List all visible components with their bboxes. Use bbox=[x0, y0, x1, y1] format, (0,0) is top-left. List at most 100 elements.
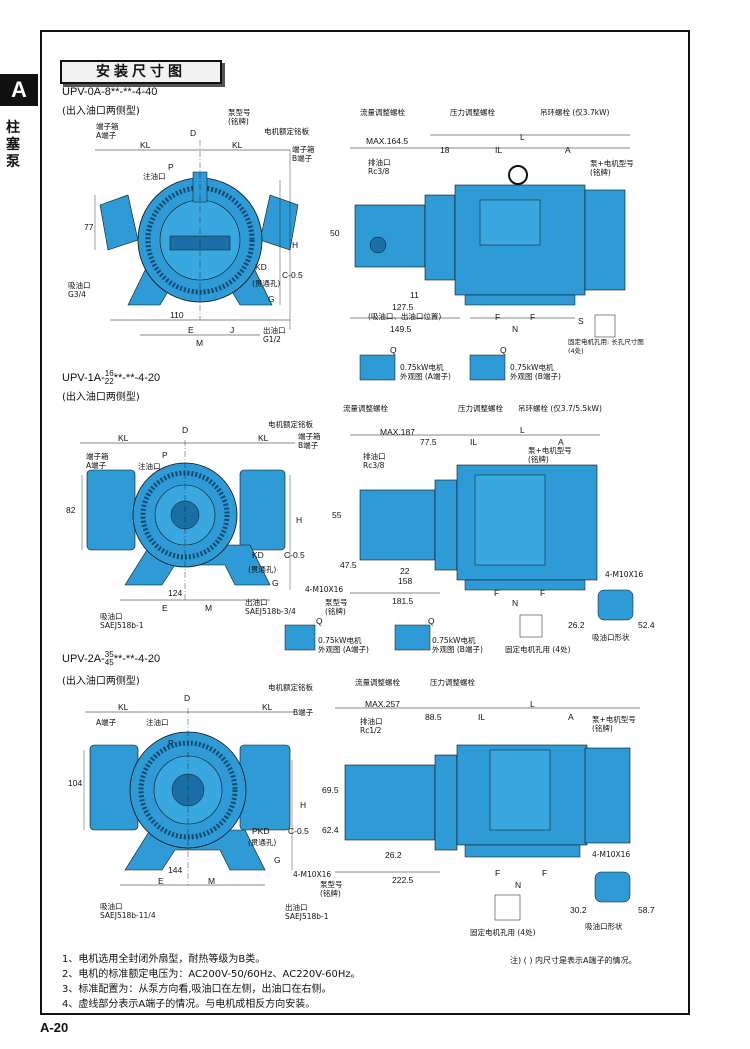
diagram3-dim-a: A bbox=[568, 712, 574, 722]
section-side-label: 柱塞泵 bbox=[6, 120, 20, 170]
diagram3-filling-port: 注油口 bbox=[146, 718, 169, 727]
diagram3-model-frac-top: 35 bbox=[104, 650, 114, 659]
diagram2-dim-c: C-0.5 bbox=[284, 550, 305, 560]
diagram2-dim-il: IL bbox=[470, 437, 478, 447]
diagram1-dim-l: L bbox=[520, 132, 525, 142]
diagram2-front-view bbox=[80, 440, 295, 601]
diagram3-model-frac-bottom: 45 bbox=[104, 658, 114, 667]
diagram1-filling-port: 注油口 bbox=[143, 172, 166, 181]
diagram3-dim-m: M bbox=[208, 876, 216, 886]
diagram1-dim-1495: 149.5 bbox=[390, 324, 412, 334]
diagram2-dim-g: G bbox=[272, 578, 279, 588]
diagram2-drain-port: 排油口 Rc3/8 bbox=[363, 452, 386, 470]
diagram3-dim-h: H bbox=[300, 800, 307, 810]
terminal-box-a-2 bbox=[86, 469, 136, 551]
diagram2-dim-262: 26.2 bbox=[568, 620, 585, 630]
note-2: 2、电机的标准额定电压为：AC200V-50/60Hz、AC220V-60Hz。 bbox=[62, 969, 361, 980]
diagram1-dim-1275: 127.5 bbox=[392, 302, 414, 312]
diagram1-outlet-port: 出油口 G1/2 bbox=[263, 326, 286, 344]
diagram2-outlet-port: 出油口 SAEJ518b-3/4 bbox=[245, 598, 296, 616]
diagram3-suction-port: 吸油口 SAEJ518b-11/4 bbox=[100, 902, 156, 920]
diagram1-dim-j: J bbox=[230, 325, 235, 335]
section-letter-tab: A bbox=[0, 74, 38, 106]
diagram3-dim-f-left: F bbox=[495, 868, 501, 878]
diagram3-flow-bolt: 流量调整螺栓 bbox=[355, 678, 400, 687]
diagram1-view-a: 0.75kW电机 外观图 (A端子) bbox=[400, 363, 451, 381]
diagram3-dim-e: E bbox=[158, 876, 164, 886]
diagram3-drain-port: 排油口 Rc1/2 bbox=[360, 717, 383, 735]
diagram3-dim-f-right: F bbox=[542, 868, 548, 878]
diagram3-dim-p: P bbox=[168, 738, 174, 748]
diagram2-dim-82: 82 bbox=[66, 505, 76, 515]
diagram1-terminal-box-a: 端子箱 A端子 bbox=[96, 122, 119, 140]
diagram2-dim-f-left: F bbox=[494, 588, 500, 598]
diagram3-dim-il: IL bbox=[478, 712, 486, 722]
diagram2-model-frac-bottom: 22 bbox=[104, 377, 114, 386]
diagram2-dim-n: N bbox=[512, 598, 519, 608]
diagram2-terminal-box-b: 端子箱 B端子 bbox=[298, 432, 321, 450]
pump-body-1 bbox=[354, 204, 426, 268]
diagram2-dim-h: H bbox=[296, 515, 303, 525]
note-4: 4、虚线部分表示A端子的情况。与电机成相反方向安装。 bbox=[62, 999, 316, 1010]
diagram3-dim-104: 104 bbox=[68, 778, 83, 788]
diagram1-dim-11: 11 bbox=[410, 290, 419, 300]
diagram1-suction-port: 吸油口 G3/4 bbox=[68, 281, 91, 299]
diagram1-dim-f-left: F bbox=[495, 312, 501, 322]
diagram2-through-hole: (贯通孔) bbox=[248, 565, 277, 574]
diagram1-dim-kd: KD bbox=[255, 262, 267, 272]
diagram2-dim-22: 22 bbox=[400, 566, 410, 576]
diagram3-dim-max: MAX.257 bbox=[365, 699, 400, 709]
diagram1-front-view bbox=[94, 140, 299, 336]
diagram1-pump-motor-model: 泵+电机型号 (铭牌) bbox=[590, 159, 634, 177]
note-3: 3、标准配置为：从泵方向看,吸油口在左侧，出油口在右侧。 bbox=[62, 984, 332, 995]
diagram2-suction-shape: 吸油口形状 bbox=[592, 633, 630, 642]
diagram2-view-a: 0.75kW电机 外观图 (A端子) bbox=[318, 636, 369, 654]
diagram3-terminal-a: A端子 bbox=[96, 718, 117, 727]
diagram2-dim-kl-left: KL bbox=[118, 433, 129, 443]
diagram1-view-b: 0.75kW电机 外观图 (B端子) bbox=[510, 363, 561, 381]
diagram2-dim-m: M bbox=[205, 603, 213, 613]
diagram1-dim-m: M bbox=[196, 338, 204, 348]
diagram2-model-suffix: **-**-4-20 bbox=[113, 371, 161, 384]
diagram3-through-hole: (贯通孔) bbox=[248, 838, 277, 847]
diagram2-dim-d: D bbox=[182, 425, 189, 435]
diagram1-pump-model: 泵型号 (铭牌) bbox=[228, 108, 251, 126]
diagram1-dim-77: 77 bbox=[84, 222, 94, 232]
diagram3-dim-144: 144 bbox=[168, 865, 183, 875]
diagram2-filling-port: 注油口 bbox=[138, 462, 161, 471]
diagram2-dim-1815: 181.5 bbox=[392, 596, 414, 606]
terminal-box-b-2 bbox=[239, 469, 286, 551]
diagram1-dim-f-right: F bbox=[530, 312, 536, 322]
diagram3-mount-holes: 固定电机孔用 (4处) bbox=[470, 928, 536, 937]
diagram1-lifting-bolt: 吊环螺栓 (仅3.7kW) bbox=[540, 108, 610, 117]
diagram1-dim-50: 50 bbox=[330, 228, 340, 238]
diagram3-dim-2225: 222.5 bbox=[392, 875, 414, 885]
diagram1-pressure-bolt: 压力调整螺栓 bbox=[450, 108, 495, 117]
diagram1-model: UPV-0A-8**-**-4-40 bbox=[62, 86, 158, 98]
diagram1-pipe-note: (吸油口、出油口位置) bbox=[368, 312, 442, 321]
diagram1-dim-d: D bbox=[190, 128, 197, 138]
note-1: 1、电机选用全封闭外扇型，耐热等级为B类。 bbox=[62, 954, 266, 965]
diagram3-pressure-bolt: 压力调整螺栓 bbox=[430, 678, 475, 687]
diagram1-through-hole: (贯通孔) bbox=[252, 279, 281, 288]
diagram3-dim-587: 58.7 bbox=[638, 905, 655, 915]
diagram3-model-prefix: UPV-2A- bbox=[62, 652, 105, 665]
diagram3-suction-shape: 吸油口形状 bbox=[585, 922, 623, 931]
diagram3-dim-262: 26.2 bbox=[385, 850, 402, 860]
diagram3-model-suffix: **-**-4-20 bbox=[113, 652, 161, 665]
diagram1-dim-110: 110 bbox=[170, 310, 184, 320]
diagram3-dim-g: G bbox=[274, 855, 281, 865]
diagram2-lifting-bolt: 吊环螺栓 (仅3.7/5.5kW) bbox=[518, 404, 602, 413]
pump-body-2 bbox=[359, 489, 436, 561]
diagram2-flow-bolt: 流量调整螺栓 bbox=[343, 404, 388, 413]
page-title: 安装尺寸图 bbox=[60, 60, 222, 84]
footnote: 注) ( ) 内尺寸是表示A端子的情况。 bbox=[510, 956, 637, 965]
diagram2-dim-475: 47.5 bbox=[340, 560, 357, 570]
diagram3-front-view bbox=[83, 708, 295, 886]
diagram2-bolt: 4-M10X16 bbox=[305, 585, 344, 594]
diagram2-dim-kl-right: KL bbox=[258, 433, 269, 443]
diagram2-pressure-bolt: 压力调整螺栓 bbox=[458, 404, 503, 413]
diagram1-dim-18: 18 bbox=[440, 145, 450, 155]
